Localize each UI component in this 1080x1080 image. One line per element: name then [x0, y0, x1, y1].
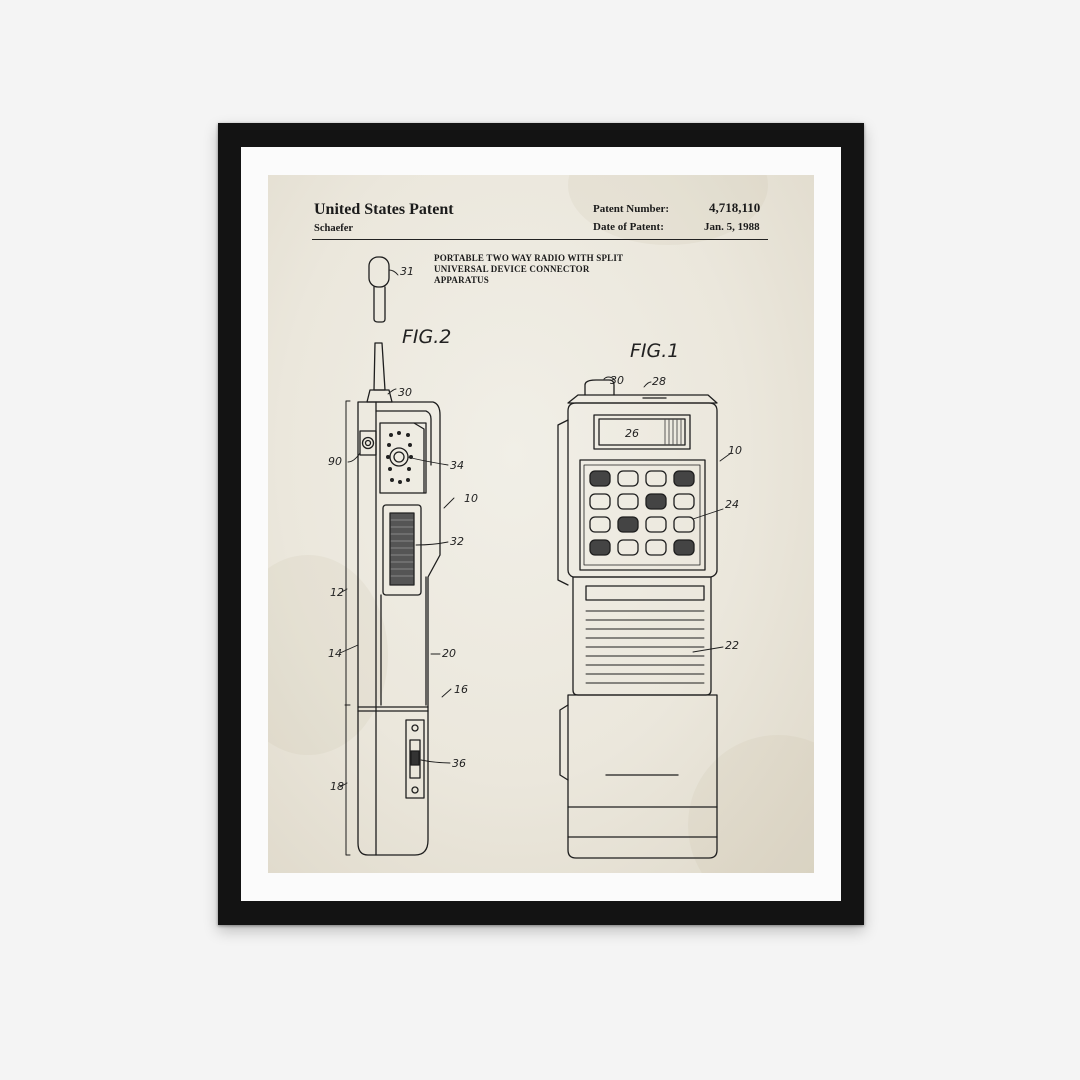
fig2-leader-lines — [339, 269, 455, 788]
display-window — [598, 418, 686, 446]
top-panel-line — [375, 410, 432, 466]
fig1-ref-30: 30 — [610, 374, 624, 387]
ref-32: 32 — [450, 535, 464, 548]
ref-30: 30 — [398, 386, 412, 399]
keypad-key — [617, 516, 639, 533]
patent-number: 4,718,110 — [709, 200, 761, 215]
speaker-label-plate — [585, 585, 705, 601]
keypad-key — [589, 539, 611, 556]
keypad-key — [673, 539, 695, 556]
ref-18: 18 — [330, 780, 344, 793]
speaker-grille-outer — [389, 447, 409, 467]
invention-title-line: PORTABLE TWO WAY RADIO WITH SPLIT — [434, 253, 624, 263]
switch-knob — [410, 750, 420, 766]
radio-body-outline — [357, 401, 441, 856]
connector-jack — [361, 436, 375, 450]
display-bezel — [593, 414, 691, 450]
panel-bevel — [413, 422, 425, 494]
fig1-ref-24: 24 — [725, 498, 739, 511]
fig1-ref-26: 26 — [625, 427, 639, 440]
switch-screw-bottom — [411, 786, 419, 794]
speaker-holes — [386, 431, 413, 484]
patent-print: United States Patent Schaefer Patent Num… — [268, 175, 814, 873]
ref-34: 34 — [450, 459, 464, 472]
connector-pin — [364, 439, 372, 447]
switch-screw-top — [411, 724, 419, 732]
keypad-key — [645, 493, 667, 510]
keypad-key — [645, 539, 667, 556]
ptt-button — [389, 512, 415, 586]
fig1-leader-lines — [603, 376, 732, 653]
antenna-tip — [368, 256, 390, 288]
keypad-key — [589, 516, 611, 533]
fig2-side-view-drawing — [339, 256, 455, 856]
keypad-key — [673, 493, 695, 510]
speaker-section — [572, 576, 712, 696]
ptt-button-frame — [382, 504, 422, 596]
header-rule — [312, 239, 768, 240]
dimension-bracket — [345, 400, 351, 856]
keypad-key — [617, 470, 639, 487]
speaker-panel — [379, 422, 427, 494]
fig1-ref-28: 28 — [652, 375, 666, 388]
battery-clip — [559, 704, 569, 781]
ptt-grip-lines — [390, 519, 414, 577]
speaker-grille-inner — [393, 451, 405, 463]
keypad-keys — [589, 470, 695, 556]
date-of-patent-label: Date of Patent: — [593, 221, 664, 233]
ref-10: 10 — [464, 492, 478, 505]
invention-title-line: APPARATUS — [434, 275, 489, 285]
ref-31: 31 — [400, 265, 414, 278]
top-knob — [584, 379, 615, 396]
frame-mat: United States Patent Schaefer Patent Num… — [241, 147, 841, 901]
switch-slot — [409, 739, 421, 779]
antenna-base — [366, 389, 393, 403]
fig2-label: FIG.2 — [402, 326, 451, 348]
keypad-key — [645, 516, 667, 533]
ref-14: 14 — [328, 647, 342, 660]
keypad-key — [617, 539, 639, 556]
belt-clip — [557, 419, 569, 586]
connector-housing — [359, 430, 377, 456]
patent-drawings: 31 30 90 34 10 32 12 14 20 16 36 18 30 2… — [328, 256, 742, 859]
ref-90: 90 — [328, 455, 342, 468]
ref-36: 36 — [452, 757, 466, 770]
display-hatching — [664, 419, 682, 445]
fig1-label: FIG.1 — [630, 340, 679, 362]
keypad-key — [589, 470, 611, 487]
speaker-grille-slots — [585, 610, 705, 684]
ref-20: 20 — [442, 647, 456, 660]
keypad-key — [617, 493, 639, 510]
invention-title-line: UNIVERSAL DEVICE CONNECTOR — [434, 264, 590, 274]
keypad-inner — [583, 464, 701, 566]
top-cap — [567, 394, 718, 404]
picture-frame: United States Patent Schaefer Patent Num… — [218, 123, 864, 925]
ref-16: 16 — [454, 683, 468, 696]
switch-housing — [405, 719, 425, 799]
fig1-ref-10: 10 — [728, 444, 742, 457]
fig1-front-view-drawing — [557, 376, 732, 859]
keypad-frame — [579, 459, 706, 571]
antenna-shaft-upper — [373, 286, 386, 323]
keypad-key — [673, 516, 695, 533]
keypad-key — [645, 470, 667, 487]
fig1-ref-22: 22 — [725, 639, 739, 652]
ref-12: 12 — [330, 586, 344, 599]
patent-heading: United States Patent — [314, 201, 454, 218]
keypad-key — [589, 493, 611, 510]
keypad-key — [673, 470, 695, 487]
inventor-name: Schaefer — [314, 223, 354, 234]
date-of-patent: Jan. 5, 1988 — [704, 221, 760, 233]
battery-pack — [567, 694, 718, 859]
antenna-shaft-lower — [373, 342, 386, 391]
patent-number-label: Patent Number: — [593, 203, 670, 215]
